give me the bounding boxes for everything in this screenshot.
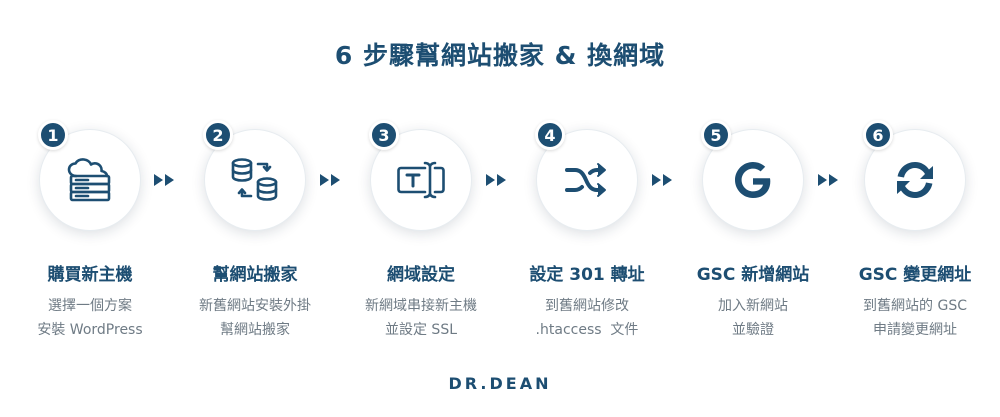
step-6: 6 GSC 變更網址 到舊網站的 GSC 申請變更網址 <box>830 118 1000 348</box>
step-description: 到舊網站的 GSC 申請變更網址 <box>863 298 967 338</box>
step-description: 選擇一個方案 安裝 WordPress <box>37 298 143 338</box>
google-g-icon <box>731 158 775 202</box>
step-title: GSC 變更網址 <box>858 265 972 285</box>
shuffle-icon <box>563 160 611 200</box>
refresh-icon <box>892 157 938 203</box>
step-title: 購買新主機 <box>47 265 133 285</box>
chevron-arrow-icon <box>154 174 174 186</box>
step-description: 到舊網站修改 .htaccess 文件 <box>535 298 639 338</box>
step-description: 加入新網站 並驗證 <box>718 298 788 338</box>
server-cloud-icon <box>64 158 116 202</box>
chevron-arrow-icon <box>818 174 838 186</box>
step-title: GSC 新增網站 <box>696 265 810 285</box>
brand-logo: DR.DEAN <box>448 374 552 393</box>
step-number-badge: 2 <box>203 120 233 150</box>
page-title: 6 步驟幫網站搬家 & 換網域 <box>334 41 666 70</box>
chevron-arrow-icon <box>486 174 506 186</box>
step-5: 5 GSC 新增網站 加入新網站 並驗證 <box>668 118 838 348</box>
step-title: 設定 301 轉址 <box>529 265 645 285</box>
chevron-arrow-icon <box>320 174 340 186</box>
step-1: 1 購買新主機 選擇一個方案 安裝 WordPress <box>5 118 175 348</box>
step-description: 新舊網站安裝外掛 幫網站搬家 <box>199 298 311 338</box>
text-cursor-icon <box>395 160 447 200</box>
step-number-badge: 3 <box>369 120 399 150</box>
chevron-arrow-icon <box>652 174 672 186</box>
step-title: 幫網站搬家 <box>212 265 298 285</box>
step-title: 網域設定 <box>387 265 455 285</box>
step-description: 新網域串接新主機 並設定 SSL <box>365 298 477 338</box>
step-3: 3 網域設定 新網域串接新主機 並設定 SSL <box>336 118 506 348</box>
step-2: 2 幫網站搬家 新舊網站安裝外掛 幫網站搬家 <box>170 118 340 348</box>
step-number-badge: 4 <box>535 120 565 150</box>
database-transfer-icon <box>229 157 281 203</box>
step-number-badge: 5 <box>701 120 731 150</box>
step-number-badge: 1 <box>38 120 68 150</box>
step-4: 4 設定 301 轉址 到舊網站修改 .htaccess 文件 <box>502 118 672 348</box>
step-number-badge: 6 <box>863 120 893 150</box>
